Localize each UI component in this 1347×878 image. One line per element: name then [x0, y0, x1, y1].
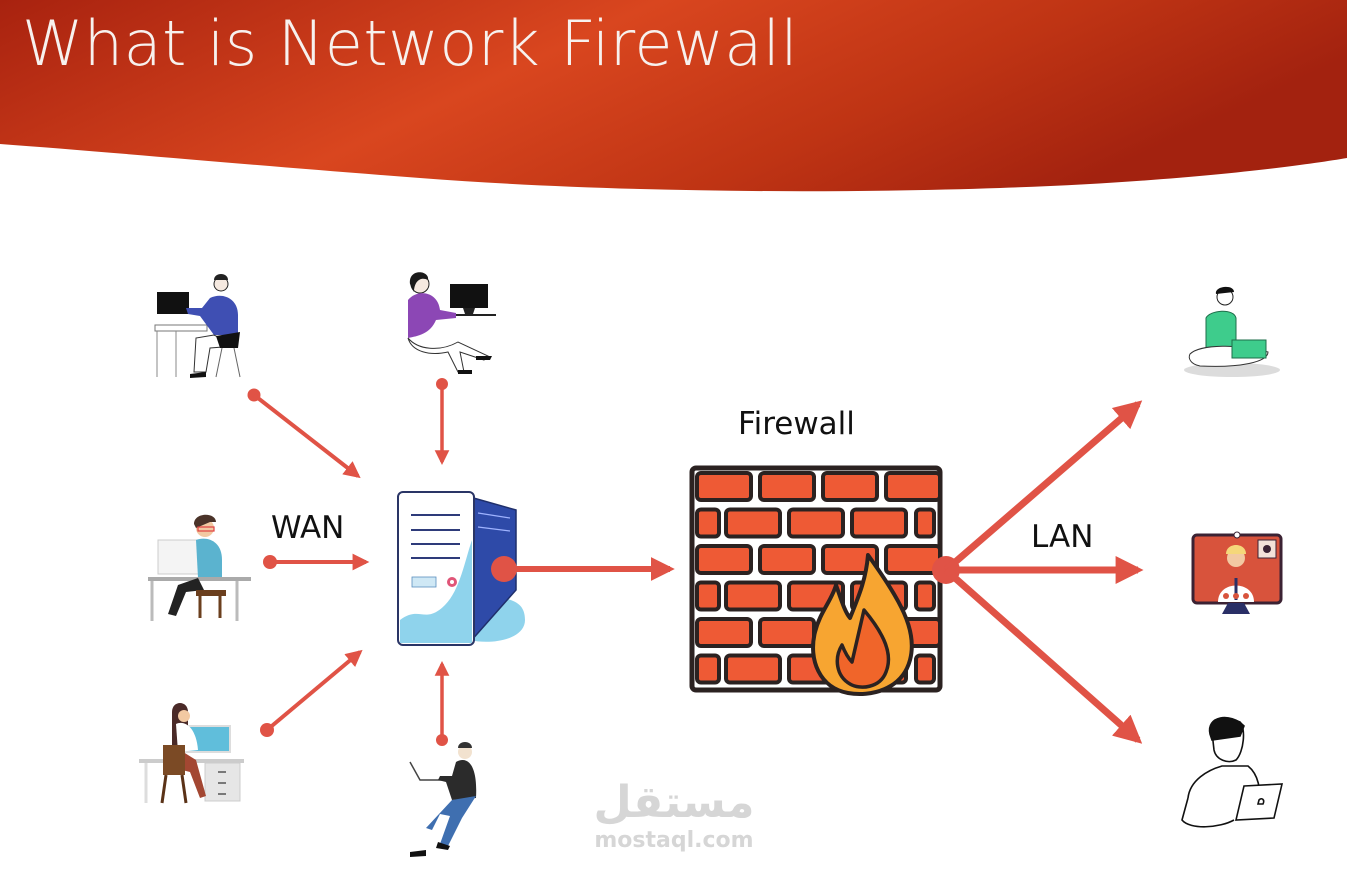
- arrow-firewall-to-lan-user1: [943, 400, 1143, 573]
- brick: [724, 653, 782, 685]
- user-laptop-sitting: [409, 742, 477, 857]
- title-banner: [0, 0, 1347, 192]
- lan-arrows: [932, 400, 1144, 744]
- arrow-firewall-to-lan-user3: [943, 567, 1143, 744]
- user-glasses-teal: [148, 514, 251, 621]
- user-video-call: [1191, 531, 1283, 614]
- wan-label: WAN: [271, 510, 345, 546]
- brick: [914, 580, 936, 612]
- brick: [821, 544, 879, 575]
- brick: [695, 471, 753, 502]
- flame-icon: [811, 553, 914, 696]
- brick: [884, 544, 942, 575]
- wan-arrows: [247, 378, 450, 746]
- arrow-user2-to-server: [434, 378, 450, 465]
- lan-label: LAN: [1031, 519, 1094, 555]
- brick: [724, 580, 782, 612]
- arrow-server-to-firewall: [491, 556, 675, 582]
- user-green-crosslegged: [1184, 286, 1280, 377]
- brick: [695, 617, 753, 648]
- server-icon: [397, 491, 525, 646]
- brick: [914, 653, 936, 685]
- user-woman-desk: [139, 703, 244, 804]
- firewall-brick-wall-icon: [689, 465, 943, 696]
- slide-title: What is Network Firewall: [22, 7, 799, 80]
- brick: [695, 507, 721, 539]
- brick: [695, 653, 721, 685]
- arrow-user1-to-server: [247, 388, 361, 479]
- brick: [724, 507, 782, 539]
- brick: [884, 471, 942, 502]
- brick: [850, 507, 908, 539]
- brick: [758, 471, 816, 502]
- brick: [758, 617, 816, 648]
- user-sketch-laptop: [1181, 716, 1284, 828]
- user-desk-blue-shirt: [154, 274, 241, 378]
- arrow-user5-to-server: [434, 661, 450, 746]
- banner-shape: [0, 0, 1347, 192]
- watermark-arabic: مستقل: [593, 777, 755, 828]
- watermark: مستقل mostaql.com: [584, 778, 764, 854]
- brick: [787, 507, 845, 539]
- arrow-user4-to-server: [260, 649, 363, 737]
- firewall-label: Firewall: [738, 406, 855, 442]
- watermark-latin: mostaql.com: [594, 828, 754, 853]
- brick: [914, 507, 936, 539]
- user-headset-purple: [407, 272, 496, 374]
- brick: [695, 544, 753, 575]
- brick: [695, 580, 721, 612]
- arrow-user3-to-server: [263, 553, 370, 571]
- brick: [758, 544, 816, 575]
- brick: [821, 471, 879, 502]
